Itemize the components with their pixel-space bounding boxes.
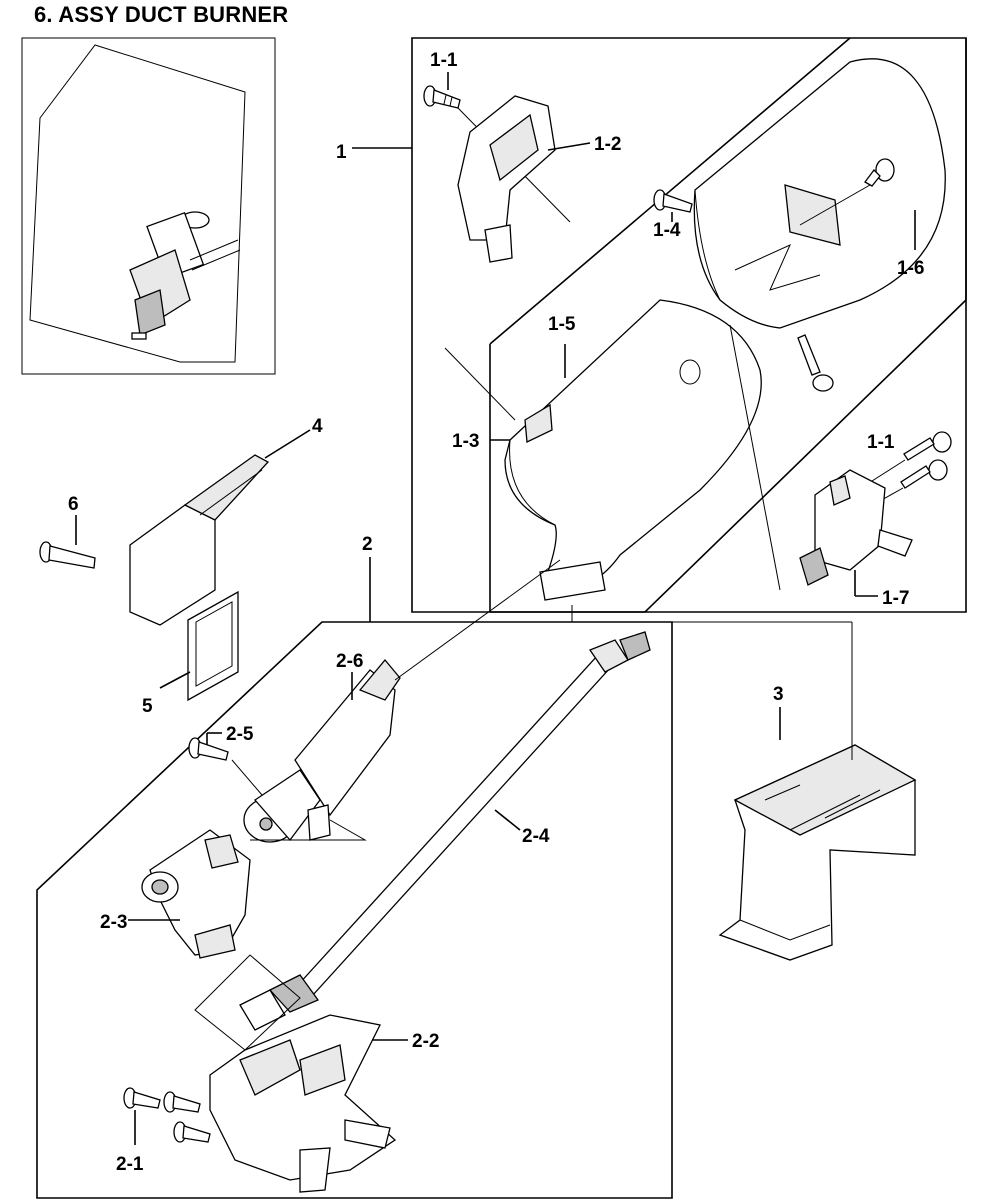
callout-1-1-top: 1-1 <box>430 50 458 71</box>
assembly-1-outer-box <box>411 37 967 613</box>
callout-2-3: 2-3 <box>100 912 127 933</box>
overview-inset <box>21 37 276 375</box>
screw-1-4b <box>799 158 895 226</box>
callout-1-2: 1-2 <box>594 134 621 155</box>
bracket-3 <box>571 605 917 961</box>
callout-labels: 1 1-1 1-2 1-3 1-4 1-5 1-6 1-1 1-7 2 2-1 … <box>68 50 924 1175</box>
callout-2-1: 2-1 <box>116 1154 144 1175</box>
callout-2-4: 2-4 <box>522 826 550 847</box>
inset-dryer-outline <box>29 44 246 363</box>
assembly-1-inner-box <box>489 37 967 613</box>
callout-1-6: 1-6 <box>897 258 924 279</box>
callout-2-6: 2-6 <box>336 651 363 672</box>
screw-2-5 <box>188 732 263 796</box>
screws-2-1 <box>123 1087 211 1145</box>
manifold-2-6 <box>243 559 561 843</box>
callout-1-3: 1-3 <box>452 431 479 452</box>
screws-1-1-right <box>849 431 952 516</box>
diagram-title: 6. ASSY DUCT BURNER <box>34 2 289 27</box>
part-5 <box>159 590 239 702</box>
duct-upper-1-6 <box>693 58 946 329</box>
callout-2-5: 2-5 <box>226 724 254 745</box>
callout-4: 4 <box>312 416 323 437</box>
bracket-1-7 <box>799 469 913 597</box>
callout-6: 6 <box>68 494 79 515</box>
screw-1-4 <box>653 189 693 222</box>
callout-1-7: 1-7 <box>882 588 909 609</box>
bracket-1-2 <box>457 95 591 263</box>
assembly-1-group <box>352 37 967 613</box>
callout-1-4: 1-4 <box>653 220 681 241</box>
callout-1: 1 <box>336 142 347 163</box>
callout-2: 2 <box>362 534 373 555</box>
bracket-2-2 <box>209 1014 408 1193</box>
screw-1-6-bottom <box>797 334 834 392</box>
callout-1-1-right: 1-1 <box>867 432 895 453</box>
callout-3: 3 <box>773 684 784 705</box>
valve-2-3 <box>128 819 367 1051</box>
callout-2-2: 2-2 <box>412 1031 439 1052</box>
inset-burner-assembly <box>129 211 241 340</box>
tube-2-4 <box>239 631 651 1031</box>
screw-6 <box>39 515 96 569</box>
callout-1-5: 1-5 <box>548 314 576 335</box>
duct-lower-1-5 <box>444 299 781 601</box>
assembly-2-group <box>36 557 673 1199</box>
callout-5: 5 <box>142 696 153 717</box>
part-4 <box>129 429 311 626</box>
